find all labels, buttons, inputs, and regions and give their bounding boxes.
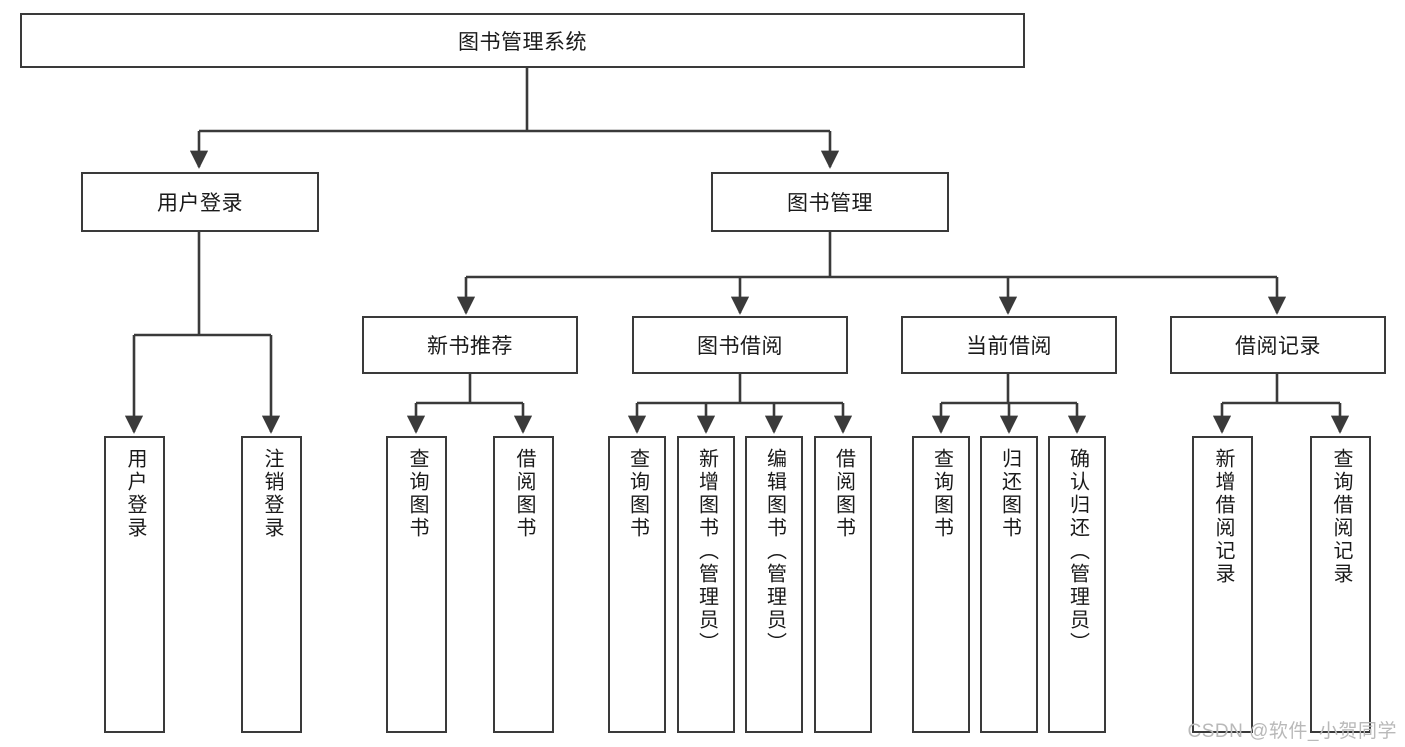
node-borrow-record[interactable]: 借阅记录: [1170, 316, 1386, 374]
node-label: 新增借阅记录: [1212, 448, 1234, 586]
node-label: 借阅图书: [513, 448, 535, 540]
leaf-logout[interactable]: 注销登录: [241, 436, 302, 733]
node-label: 注销登录: [261, 448, 283, 540]
node-book-borrow[interactable]: 图书借阅: [632, 316, 848, 374]
leaf-add-book-admin[interactable]: 新增图书（管理员）: [677, 436, 735, 733]
leaf-borrow-book-borrow[interactable]: 借阅图书: [814, 436, 872, 733]
node-book-management-system[interactable]: 图书管理系统: [20, 13, 1025, 68]
leaf-add-borrow-record[interactable]: 新增借阅记录: [1192, 436, 1253, 733]
node-label: 当前借阅: [966, 335, 1052, 358]
node-label: 图书管理: [787, 192, 873, 215]
node-label: 查询图书: [930, 448, 953, 540]
node-label: 查询图书: [406, 448, 428, 540]
node-label: 用户登录: [124, 448, 146, 540]
leaf-query-book-borrow[interactable]: 查询图书: [608, 436, 666, 733]
node-label: 新书推荐: [427, 335, 513, 358]
node-label: 新增图书（管理员）: [695, 448, 718, 655]
csdn-watermark: CSDN @软件_小贺同学: [1187, 721, 1397, 742]
leaf-edit-book-admin[interactable]: 编辑图书（管理员）: [745, 436, 803, 733]
leaf-return-book[interactable]: 归还图书: [980, 436, 1038, 733]
node-label: 归还图书: [998, 448, 1021, 540]
node-label: 图书借阅: [697, 335, 783, 358]
node-label: 确认归还（管理员）: [1066, 448, 1089, 655]
leaf-confirm-return-admin[interactable]: 确认归还（管理员）: [1048, 436, 1106, 733]
leaf-borrow-book-rec[interactable]: 借阅图书: [493, 436, 554, 733]
node-user-login[interactable]: 用户登录: [81, 172, 319, 232]
node-label: 用户登录: [157, 192, 243, 215]
leaf-query-borrow-record[interactable]: 查询借阅记录: [1310, 436, 1371, 733]
node-current-borrow[interactable]: 当前借阅: [901, 316, 1117, 374]
leaf-user-login[interactable]: 用户登录: [104, 436, 165, 733]
node-label: 借阅记录: [1235, 335, 1321, 358]
node-label: 查询借阅记录: [1330, 448, 1352, 586]
leaf-query-book-rec[interactable]: 查询图书: [386, 436, 447, 733]
node-book-manage[interactable]: 图书管理: [711, 172, 949, 232]
node-label: 图书管理系统: [458, 30, 587, 54]
node-label: 查询图书: [626, 448, 649, 540]
leaf-query-book-current[interactable]: 查询图书: [912, 436, 970, 733]
node-label: 借阅图书: [832, 448, 855, 540]
node-label: 编辑图书（管理员）: [763, 448, 786, 655]
node-new-book-recommend[interactable]: 新书推荐: [362, 316, 578, 374]
